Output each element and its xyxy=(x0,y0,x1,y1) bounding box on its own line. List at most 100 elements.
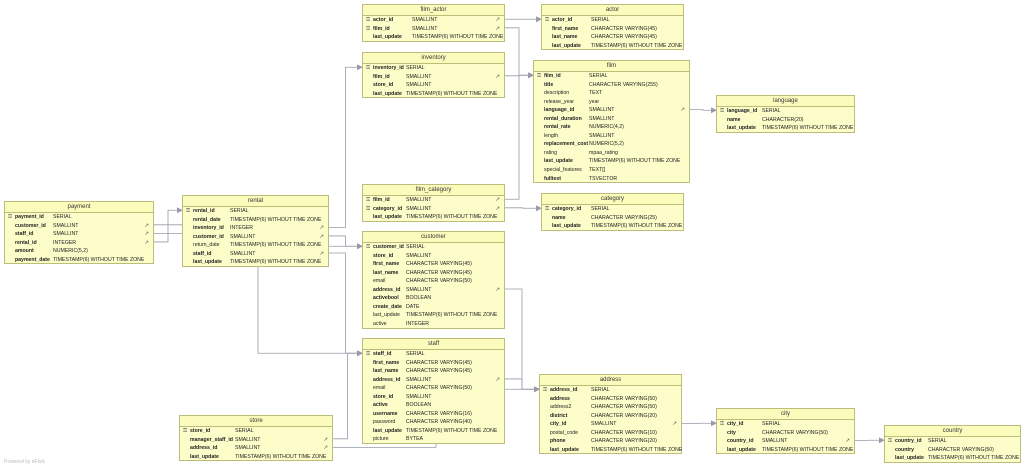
column-type: SERIAL xyxy=(591,387,610,393)
column-name: store_id xyxy=(373,393,394,400)
column-type: SERIAL xyxy=(406,244,425,250)
column-type: TIMESTAMP(6) WITHOUT TIME ZONE xyxy=(591,446,683,453)
column-type: SMALLINT xyxy=(762,438,788,445)
column-name: fulltext xyxy=(544,175,562,182)
column-type: SMALLINT xyxy=(406,376,432,383)
column-type: TEXT[] xyxy=(589,167,606,174)
column-name: rental_duration xyxy=(544,115,582,122)
column-type: TIMESTAMP(6) WITHOUT TIME ZONE xyxy=(235,453,327,460)
column-type: CHARACTER VARYING(10) xyxy=(591,429,657,436)
column-name: title xyxy=(544,81,554,88)
relation-edge-9 xyxy=(329,64,363,228)
column-name: last_update xyxy=(373,34,402,41)
column-name: email xyxy=(373,278,386,285)
column-name: release_year xyxy=(544,98,574,105)
column-name: store_id xyxy=(190,428,211,434)
key-icon: ⚿ xyxy=(888,438,893,444)
key-icon: ⚿ xyxy=(545,206,550,212)
relation-edge-11 xyxy=(329,252,363,357)
column-type: TIMESTAMP(6) WITHOUT TIME ZONE xyxy=(406,90,498,97)
table-title: actor xyxy=(542,5,683,16)
column-name: country_id xyxy=(727,438,754,445)
key-icon: ⚿ xyxy=(366,197,371,203)
column-name: inventory_id xyxy=(193,225,224,232)
key-icon: ⚿ xyxy=(537,73,542,79)
column-name: country_id xyxy=(895,438,922,444)
key-icon: ⚿ xyxy=(366,351,371,357)
powered-by-credit: Powered by dFlick xyxy=(4,459,45,465)
column-name: password xyxy=(373,419,396,426)
column-type: SMALLINT xyxy=(235,436,261,443)
column-name: actor_id xyxy=(552,17,573,23)
table-title: film_actor xyxy=(363,5,504,16)
column-name: category_id xyxy=(552,206,582,212)
column-type: CHARACTER VARYING(16) xyxy=(406,410,472,417)
column-name: rental_id xyxy=(15,239,37,246)
column-type: TIMESTAMP(6) WITHOUT TIME ZONE xyxy=(406,427,498,434)
column-name: address_id xyxy=(550,387,578,393)
column-name: active xyxy=(373,402,388,409)
column-type: TIMESTAMP(6) WITHOUT TIME ZONE xyxy=(230,259,322,266)
arrow-northeast-icon: ↗ xyxy=(495,205,500,212)
column-type: TIMESTAMP(6) WITHOUT TIME ZONE xyxy=(762,125,854,132)
column-name: country xyxy=(895,446,915,453)
key-icon: ⚿ xyxy=(720,108,725,114)
column-type: INTEGER xyxy=(230,225,254,232)
column-name: length xyxy=(544,132,559,139)
table-title: category xyxy=(542,194,683,205)
column-name: address_id xyxy=(373,376,401,383)
arrow-northeast-icon: ↗ xyxy=(319,225,324,232)
column-type: SMALLINT xyxy=(230,233,256,240)
column-name: name xyxy=(727,116,741,123)
column-type: SERIAL xyxy=(235,428,254,434)
column-name: address xyxy=(550,395,570,402)
arrow-northeast-icon: ↗ xyxy=(495,197,500,203)
column-type: SERIAL xyxy=(762,421,781,427)
column-type: SMALLINT xyxy=(53,222,79,229)
column-type: SERIAL xyxy=(406,351,425,357)
table-title: payment xyxy=(5,202,153,213)
column-type: NUMERIC(5,2) xyxy=(589,141,624,148)
column-type: SERIAL xyxy=(589,73,608,79)
key-icon: ⚿ xyxy=(366,25,371,32)
column-name: last_name xyxy=(373,368,399,375)
column-name: last_update xyxy=(727,446,756,453)
key-icon: ⚿ xyxy=(366,17,371,23)
column-name: active xyxy=(373,320,387,327)
table-title: staff xyxy=(363,339,504,350)
arrow-northeast-icon: ↗ xyxy=(323,436,328,443)
table-title: city xyxy=(717,409,854,420)
column-type: BOOLEAN xyxy=(406,402,432,409)
